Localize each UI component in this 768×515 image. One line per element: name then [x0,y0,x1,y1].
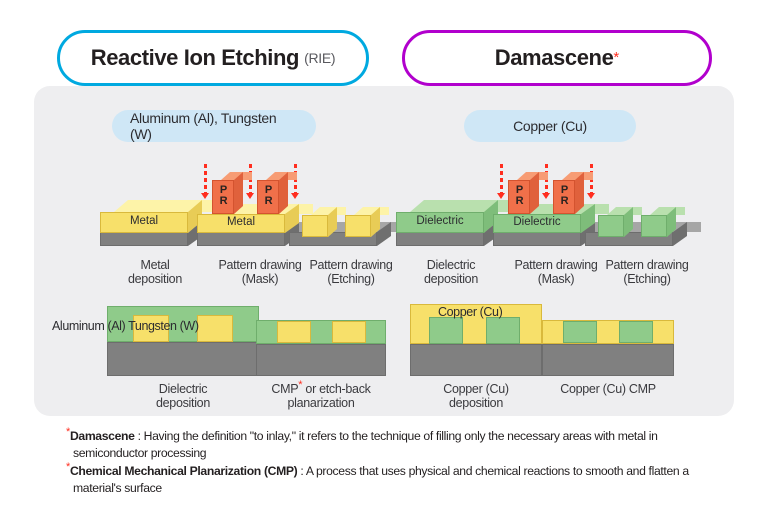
footnote-body: : A process that uses physical and chemi… [73,464,689,495]
caption-right-pattern-mask: Pattern drawing (Mask) [514,258,598,286]
caption-right-dielectric-deposition: Dielectric deposition [424,258,478,286]
caption-left-pattern-etching: Pattern drawing (Etching) [309,258,393,286]
caption-left-dielectric-deposition-row2: Dielectric deposition [156,382,210,410]
etch-arrow [201,164,209,200]
footnotes: *Damascene : Having the definition "to i… [66,425,726,498]
dielectric-inlay [563,321,597,343]
stage-left-pattern-mask: Metal P R P R [197,160,325,252]
metal-inlay [197,315,233,342]
caption-right-copper-cmp: Copper (Cu) CMP [560,382,656,396]
caption-right-copper-deposition: Copper (Cu) deposition [443,382,509,410]
header-pill-rie: Reactive Ion Etching(RIE) [57,30,369,86]
process-diagram-panel: Aluminum (Al), Tungsten (W) Copper (Cu) … [34,86,734,416]
stage-left-pattern-etching [289,190,409,252]
metal-block-label: Metal [129,215,159,227]
dielectric-block-label: Dielectric [513,216,561,228]
stage-right-pattern-mask: Dielectric P R P R [493,160,621,252]
header-title-rie: Reactive Ion Etching [90,45,300,70]
footnote-cmp: *Chemical Mechanical Planarization (CMP)… [66,460,726,496]
footnote-term: Chemical Mechanical Planarization (CMP) [69,464,298,478]
stage-right-dielectric-deposition: Dielectric [396,190,512,252]
dielectric-inlay [429,317,463,344]
footnote-asterisk: * [66,425,70,438]
header-title-damascene: Damascene [494,45,614,70]
metal-block-label: Metal [226,216,256,228]
cmp-asterisk: * [298,378,303,391]
dielectric-film [256,320,386,344]
dielectric-inlay [486,317,520,344]
footnote-body: : Having the definition "to inlay," it r… [73,429,658,460]
header-pill-damascene: Damascene* [402,30,712,86]
etch-arrow [542,164,550,200]
photoresist-label: P R [515,184,524,207]
photoresist-label: P R [219,184,228,207]
etch-arrow [497,164,505,200]
caption-right-pattern-etching: Pattern drawing (Etching) [605,258,689,286]
dielectric-film [107,306,259,342]
caption-left-metal-deposition: Metal deposition [128,258,182,286]
dielectric-inlay [619,321,653,343]
stage-left-dielectric-crosssection: Aluminum (Al) Tungsten (W) [52,306,259,376]
substrate-layer [542,344,674,376]
dielectric-block-label: Dielectric [416,215,464,227]
stage-left-cmp [256,318,386,376]
footnote-term: Damascene [69,429,135,443]
etch-arrow [246,164,254,200]
metal-inlay [133,315,169,342]
caption-left-cmp: CMP* or etch-back planarization [271,378,371,410]
stage-right-pattern-etching [585,190,705,252]
footnote-damascene: *Damascene : Having the definition "to i… [66,425,726,461]
stage-right-copper-cmp [542,318,674,376]
footnote-asterisk: * [66,460,70,473]
stage-left-metal-deposition: Metal [100,190,216,252]
substrate-layer [410,344,542,376]
metal-inlay [277,321,311,343]
header-row: Reactive Ion Etching(RIE) Damascene* [0,30,768,90]
copper-film [542,320,674,344]
metal-inlay [332,321,366,343]
substrate-layer [107,342,259,376]
overlay-label-copper: Copper (Cu) [438,305,503,319]
header-abbrev-rie: (RIE) [304,50,336,66]
caption-left-pattern-mask: Pattern drawing (Mask) [218,258,302,286]
substrate-layer [256,344,386,376]
material-chip-right: Copper (Cu) [464,110,636,142]
photoresist-label: P R [560,184,569,207]
overlay-label-aluminum-tungsten: Aluminum (Al) Tungsten (W) [52,319,199,333]
photoresist-label: P R [264,184,273,207]
material-chip-left: Aluminum (Al), Tungsten (W) [112,110,316,142]
stage-right-copper-deposition: Copper (Cu) [410,304,542,376]
